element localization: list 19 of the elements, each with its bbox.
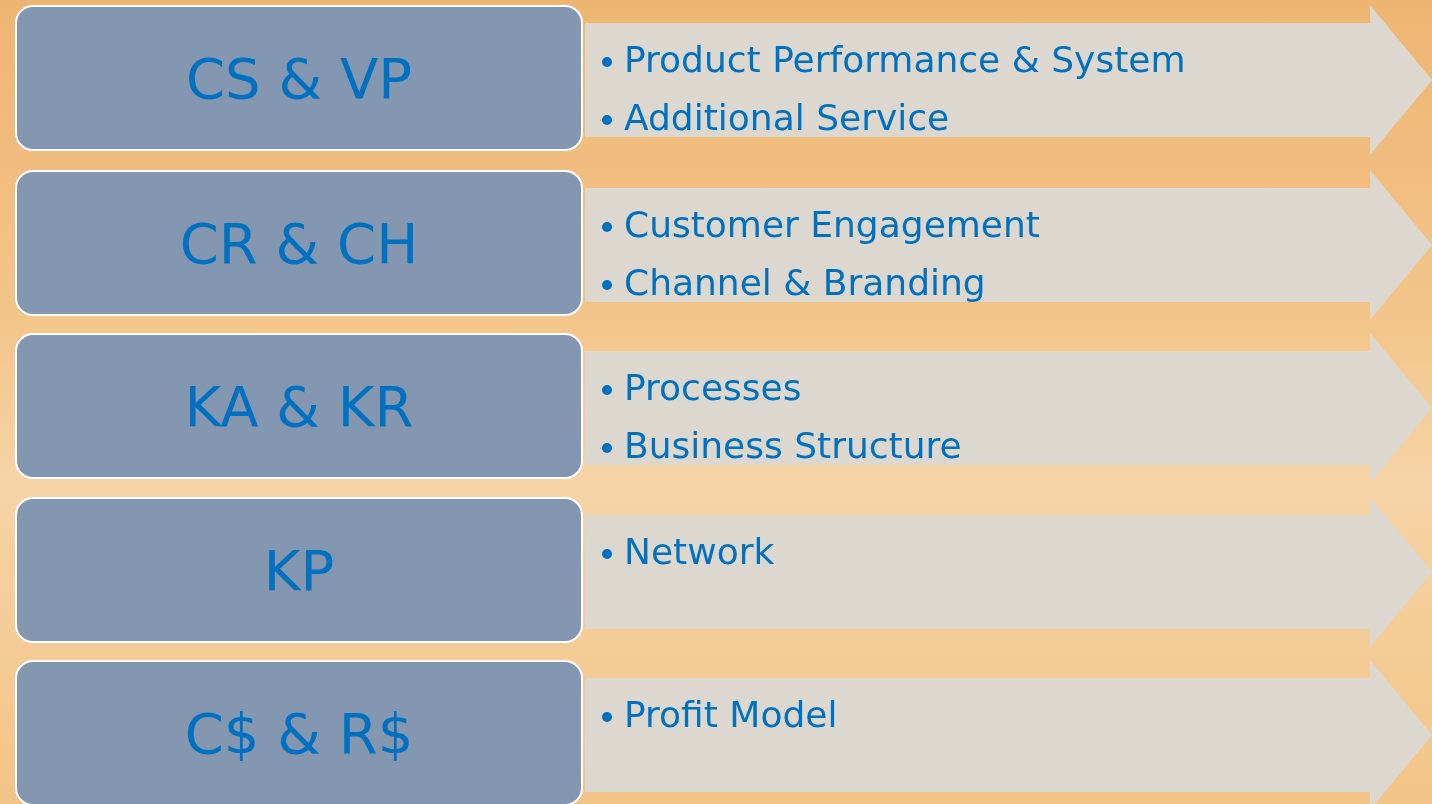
box-label: CS & VP	[186, 45, 412, 111]
arrow-band	[585, 660, 1432, 804]
bullet-item: Business Structure	[624, 424, 962, 468]
bullet-item: Additional Service	[624, 96, 951, 140]
rounded-box	[15, 5, 583, 151]
bullet-item: Profit Model	[624, 693, 838, 737]
rounded-box	[15, 497, 583, 643]
bullet-item: Product Performance & System	[624, 38, 1186, 82]
bullet-item: Channel & Branding	[624, 261, 987, 305]
box-label: C$ & R$	[184, 700, 414, 766]
bullet-item: Customer Engagement	[624, 203, 1040, 247]
box-label: CR & CH	[179, 210, 419, 276]
bullet-item: Network	[624, 530, 775, 574]
box-label: KP	[263, 537, 335, 603]
bullet-item: Processes	[624, 366, 803, 410]
rounded-box	[15, 170, 583, 316]
rounded-box	[15, 660, 583, 804]
box-label: KA & KR	[184, 373, 414, 439]
rounded-box	[15, 333, 583, 479]
